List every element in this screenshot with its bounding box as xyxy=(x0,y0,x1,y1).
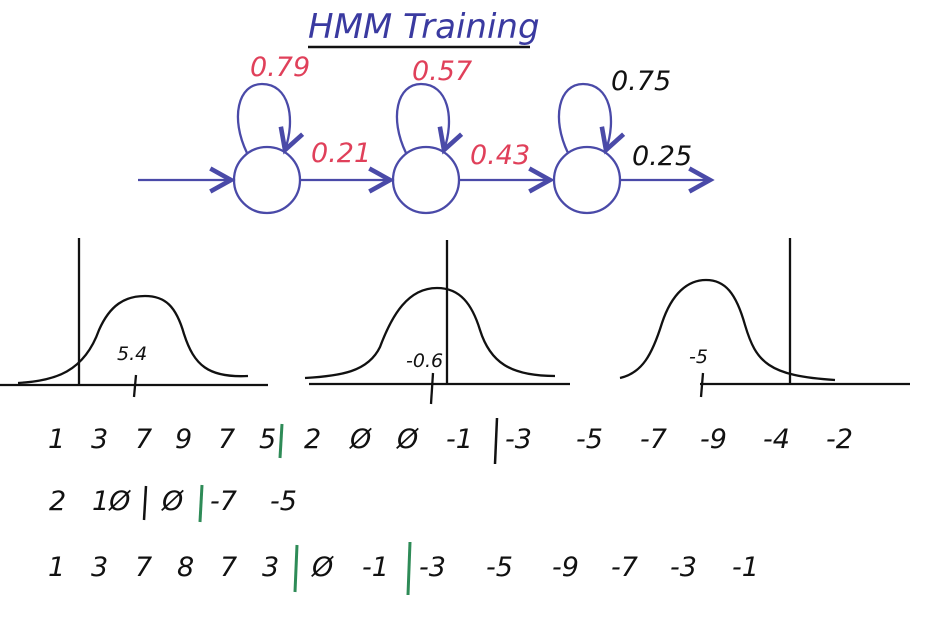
seq1-token: -3 xyxy=(505,424,532,455)
gaussian-mean-tick-3 xyxy=(699,372,705,398)
seq3-token: 1 xyxy=(48,552,65,583)
exit-prob-3: 0.25 xyxy=(632,141,692,172)
black-separator xyxy=(493,417,499,465)
seq3-token: 3 xyxy=(262,552,279,583)
gaussian-mean-label-3: -5 xyxy=(689,346,708,368)
gaussian-curve-1 xyxy=(17,294,249,385)
seq1-token: 7 xyxy=(218,424,235,455)
gaussian-mean-tick-1 xyxy=(132,374,138,398)
seq3-token: -1 xyxy=(362,552,389,583)
sequence-row-1: 1 3 7 9 7 5 2 Ø Ø -1 -3 -5 -7 -9 -4 -2 xyxy=(48,417,853,465)
forward-prob-1: 0.21 xyxy=(311,138,371,169)
self-prob-2: 0.57 xyxy=(412,56,472,87)
gaussian-mean-tick-2 xyxy=(429,372,435,405)
self-loop-1 xyxy=(236,82,290,153)
sequence-row-3: 1 3 7 8 7 3 Ø -1 -3 -5 -9 -7 -3 -1 xyxy=(48,541,759,596)
self-prob-3: 0.75 xyxy=(611,66,671,97)
self-loop-2 xyxy=(395,82,449,153)
seq2-token: -7 xyxy=(210,486,237,517)
seq1-token: Ø xyxy=(349,424,372,455)
forward-prob-2: 0.43 xyxy=(470,140,530,171)
seq3-token: -3 xyxy=(419,552,446,583)
self-loop-3 xyxy=(557,82,611,153)
green-separator xyxy=(406,541,412,596)
green-separator xyxy=(293,544,299,593)
seq1-token: 1 xyxy=(48,424,65,455)
diagram-title: HMM Training xyxy=(308,7,540,47)
seq2-token: Ø xyxy=(161,486,184,517)
seq2-token: 2 xyxy=(49,486,66,517)
seq3-token: -7 xyxy=(611,552,638,583)
seq1-token: Ø xyxy=(396,424,419,455)
seq3-token: 8 xyxy=(177,552,194,583)
seq1-token: 5 xyxy=(259,424,276,455)
seq3-token: Ø xyxy=(311,552,334,583)
seq3-token: 7 xyxy=(220,552,237,583)
self-prob-1: 0.79 xyxy=(250,52,310,83)
seq3-token: -9 xyxy=(552,552,579,583)
seq3-token: 3 xyxy=(91,552,108,583)
gaussian-curve-2 xyxy=(304,286,556,380)
seq3-token: -1 xyxy=(732,552,759,583)
gaussian-mean-label-1: 5.4 xyxy=(117,343,147,365)
seq3-token: 7 xyxy=(135,552,152,583)
seq1-token: -4 xyxy=(763,424,790,455)
state-1 xyxy=(232,145,302,215)
sequence-row-2: 2 1Ø Ø -7 -5 xyxy=(49,484,297,523)
seq1-token: -5 xyxy=(576,424,603,455)
state-2 xyxy=(391,145,461,215)
seq1-token: -7 xyxy=(640,424,667,455)
seq1-token: -1 xyxy=(446,424,473,455)
green-separator xyxy=(198,484,204,523)
black-separator xyxy=(142,485,148,521)
seq1-token: 3 xyxy=(91,424,108,455)
seq3-token: -5 xyxy=(486,552,513,583)
seq1-token: -9 xyxy=(700,424,727,455)
seq1-token: -2 xyxy=(826,424,853,455)
green-separator xyxy=(278,423,284,459)
seq3-token: -3 xyxy=(670,552,697,583)
seq1-token: 9 xyxy=(175,424,192,455)
seq2-token: 1Ø xyxy=(92,486,131,517)
seq1-token: 7 xyxy=(135,424,152,455)
gaussian-mean-label-2: -0.6 xyxy=(406,350,443,372)
gaussian-curve-3 xyxy=(619,278,836,382)
seq1-token: 2 xyxy=(304,424,321,455)
seq2-token: -5 xyxy=(270,486,297,517)
state-3 xyxy=(552,145,622,215)
